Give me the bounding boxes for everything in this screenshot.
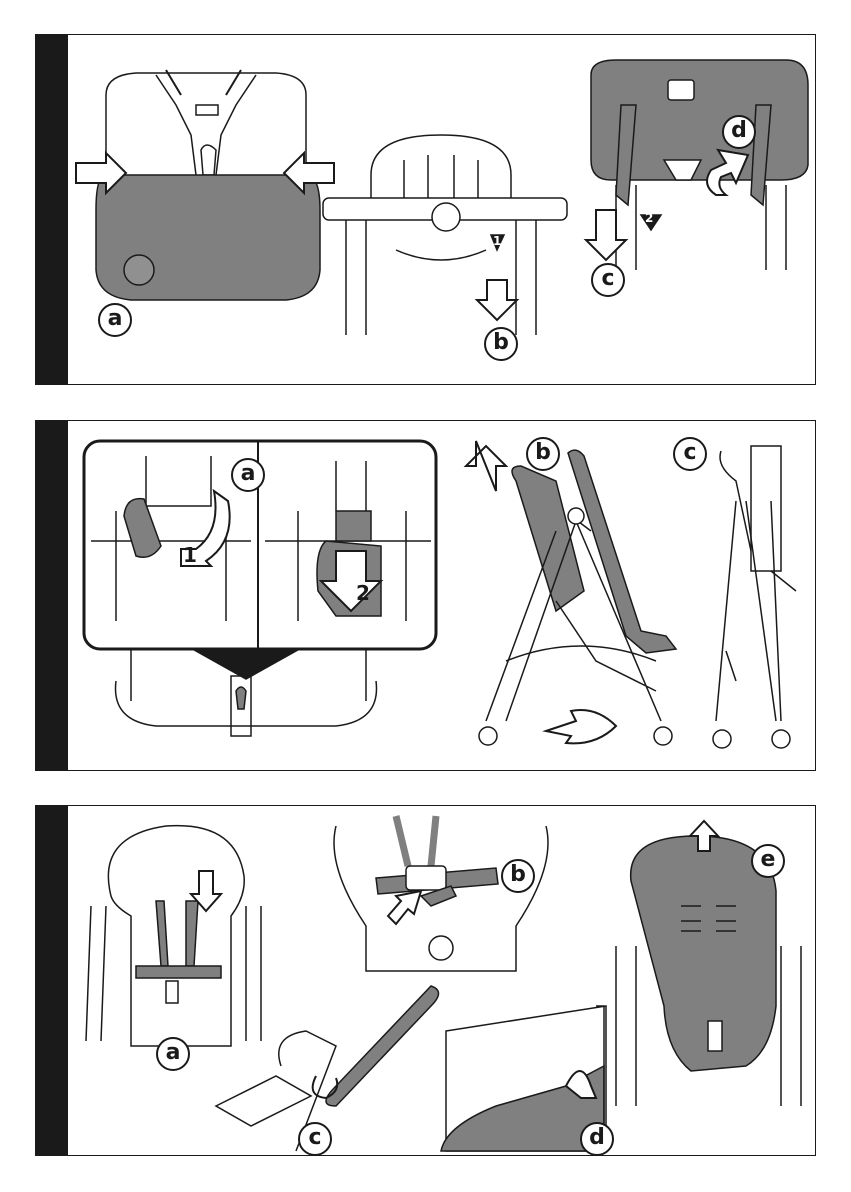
step-label-c: c: [298, 1122, 332, 1156]
step-label-d: d: [722, 115, 756, 149]
tray-removal-illustration: [36, 35, 817, 386]
instruction-panel-3: a b c d e: [35, 805, 816, 1156]
step-label-b: b: [484, 327, 518, 361]
instruction-panel-1: a b d c 1 2: [35, 34, 816, 385]
step-number-1: 1: [493, 234, 501, 248]
instruction-panel-2: a b c 1 2: [35, 420, 816, 771]
step-number-2: 2: [356, 581, 370, 605]
chair-fold-illustration: [36, 421, 817, 772]
step-label-b: b: [501, 859, 535, 893]
step-number-1: 1: [183, 543, 197, 567]
step-label-a: a: [156, 1037, 190, 1071]
step-label-d: d: [580, 1122, 614, 1156]
step-label-a: a: [98, 303, 132, 337]
step-label-e: e: [751, 844, 785, 878]
step-number-2: 2: [645, 211, 653, 225]
step-label-c: c: [591, 263, 625, 297]
cover-removal-illustration: [36, 806, 817, 1157]
step-label-b: b: [526, 437, 560, 471]
step-label-c: c: [673, 437, 707, 471]
step-label-a: a: [231, 458, 265, 492]
